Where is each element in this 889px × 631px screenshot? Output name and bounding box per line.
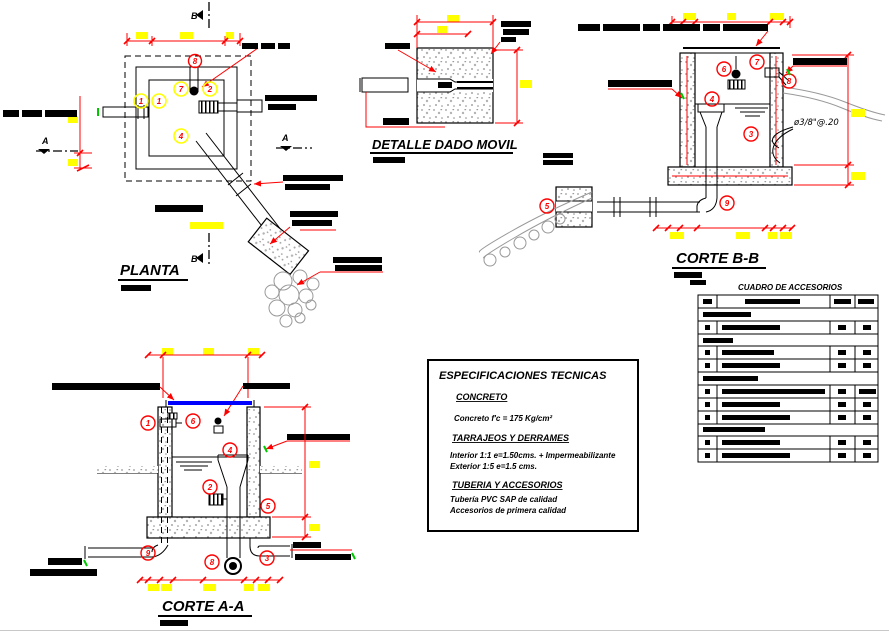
float-valve-section	[727, 56, 746, 90]
callout-number: 5	[545, 202, 550, 211]
corte-bb-title: CORTE B-B	[676, 250, 759, 267]
scale-note-bar	[121, 285, 151, 291]
callout-number: 6	[191, 417, 196, 426]
corte-aa-title: CORTE A-A	[162, 598, 245, 615]
callout-number: 7	[755, 58, 760, 67]
callout-number: 9	[146, 549, 151, 558]
specs-heading: TUBERIA Y ACCESORIOS	[452, 480, 563, 490]
scale-note-bar	[160, 620, 188, 626]
annotation-bar	[30, 569, 97, 576]
corte-aa-callouts: 1 6 4 2 5 9 8 3	[140, 413, 276, 570]
base-slab-section	[146, 516, 271, 539]
planta-title: PLANTA	[120, 262, 180, 279]
slope-rocks	[483, 213, 566, 267]
corte-bb-view: 6 7 8 4 3 9 5 ø3/8"@.20	[478, 13, 886, 278]
callout-number: 3	[749, 130, 754, 139]
callout-number: 4	[227, 446, 233, 455]
annotation-bar	[543, 160, 573, 165]
specs-heading: CONCRETO	[456, 392, 507, 402]
accessories-table-title: CUADRO DE ACCESORIOS	[738, 283, 843, 292]
rebar-note: ø3/8"@.20	[793, 118, 839, 128]
specs-heading: TARRAJEOS Y DERRAMES	[452, 433, 569, 443]
drain-piping-section	[597, 103, 725, 217]
scale-note-bar	[373, 157, 405, 163]
ground-slope-left	[478, 191, 593, 253]
annotation-bars-detalle	[383, 21, 531, 125]
section-arrow-icon	[280, 146, 292, 151]
section-arrow-icon	[196, 253, 203, 263]
callout-number: 4	[178, 132, 184, 141]
annotation-bar	[48, 558, 82, 565]
specs-border	[427, 359, 639, 532]
section-marker-b-top: B	[191, 11, 198, 21]
chamber-outline-dashed	[124, 55, 252, 182]
annotation-bar	[52, 383, 160, 390]
table-border	[697, 294, 879, 463]
specs-line: Interior 1:1 e=1.50cms. + Impermeabiliza…	[450, 451, 616, 460]
ground-slope-right	[782, 86, 886, 116]
corte-bb-callouts: 6 7 8 4 3 9 5	[539, 54, 797, 214]
callout-number: 8	[193, 57, 198, 66]
vent-pipe-plan	[189, 86, 199, 96]
annotation-bars-planta	[3, 43, 382, 271]
specs-title: ESPECIFICACIONES TECNICAS	[439, 370, 607, 382]
chamber-wall-inner	[148, 79, 225, 157]
outlet-pipe-section	[249, 538, 293, 558]
drain-piping-section	[217, 454, 249, 575]
callout-number: 9	[725, 199, 730, 208]
specs-box: ESPECIFICACIONES TECNICAS CONCRETO Concr…	[427, 359, 639, 532]
detalle-title: DETALLE DADO MOVIL	[372, 137, 518, 152]
callout-number: 1	[139, 97, 144, 106]
scale-note-bar	[674, 272, 702, 278]
annotation-bar	[287, 434, 350, 440]
annotation-bar	[243, 383, 290, 389]
annotation-bar	[690, 280, 706, 285]
callout-number: 8	[210, 558, 215, 567]
callout-number: 2	[207, 483, 213, 492]
corte-aa-view: 1 6 4 2 5 9 8 3	[30, 348, 356, 626]
outlet-pipe-plan	[198, 99, 263, 114]
rock-pit-plan	[264, 269, 320, 328]
wall-right-section	[246, 406, 261, 518]
inlet-pipe-plan	[97, 105, 149, 119]
specs-line: Exterior 1:5 e=1.5 cms.	[450, 462, 537, 471]
specs-line: Tubería PVC SAP de calidad	[450, 495, 558, 504]
section-marker-a-left: A	[41, 136, 49, 146]
annotation-bar	[543, 153, 573, 158]
section-arrow-icon	[196, 10, 203, 20]
planta-view: B	[3, 2, 383, 328]
accessories-table: CUADRO DE ACCESORIOS	[690, 280, 879, 463]
callout-number: 1	[157, 97, 162, 106]
callout-number: 5	[266, 502, 271, 511]
planta-callouts: 1 1 7 2 4 8	[133, 53, 218, 144]
detail-pipe	[359, 77, 409, 93]
callout-number: 4	[709, 95, 715, 104]
drain-valve-section	[208, 493, 227, 506]
float-valve-section	[213, 417, 224, 434]
drain-pipe-plan	[195, 132, 310, 276]
table-grid	[698, 295, 878, 462]
specs-line: Accesorios de primera calidad	[449, 506, 567, 515]
callout-number: 1	[146, 419, 151, 428]
section-marker-a-right: A	[281, 133, 289, 143]
callout-number: 3	[265, 554, 270, 563]
detalle-dado-movil-view: DETALLE DADO MOVIL	[359, 15, 573, 165]
callout-number: 7	[179, 85, 184, 94]
slot-label-bar	[438, 82, 452, 88]
annotation-bar	[293, 542, 321, 548]
table-cell-bars	[703, 299, 876, 458]
annotation-bar	[295, 554, 351, 560]
callout-number: 2	[207, 85, 213, 94]
callout-number: 6	[722, 65, 727, 74]
annotation-bars-corte-bb	[578, 24, 847, 87]
callout-number: 8	[787, 77, 792, 86]
section-marker-b-bottom: B	[191, 254, 198, 264]
chamber-wall-outer	[135, 66, 238, 170]
specs-line: Concreto f'c = 175 Kg/cm²	[454, 414, 552, 423]
